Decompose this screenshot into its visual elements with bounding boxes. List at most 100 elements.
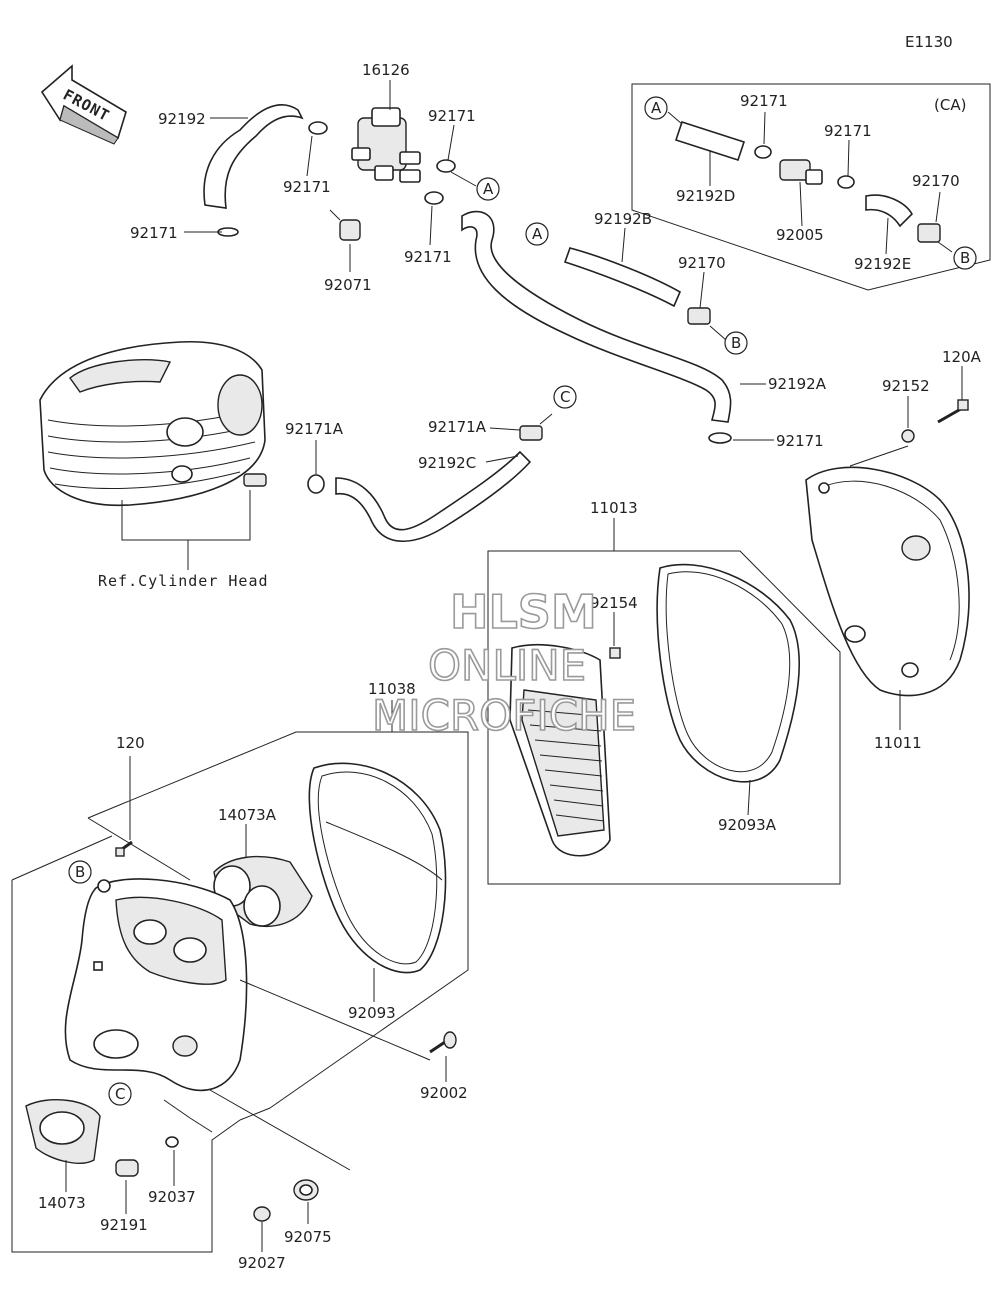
part-label-92093: 92093 (348, 1004, 396, 1022)
plug-92191 (115, 1159, 139, 1177)
part-label-92192A: 92192A (768, 375, 827, 393)
air-cleaner-housing (64, 878, 248, 1092)
part-label-92075: 92075 (284, 1228, 332, 1246)
part-label-92171: 92171 (824, 122, 872, 140)
cylinder-head (39, 340, 266, 507)
clamp-92170 (687, 307, 711, 325)
svg-text:B: B (960, 249, 970, 267)
part-label-92192C: 92192C (418, 454, 476, 472)
cover-11011 (805, 466, 970, 697)
watermark: HLSM ONLINE MICROFICHE (371, 584, 637, 741)
leader-lines-right (849, 366, 963, 730)
part-label-92152: 92152 (882, 377, 930, 395)
part-label-92171A: 92171A (285, 420, 344, 438)
box-11038 (87, 731, 469, 1109)
element-frame (509, 643, 611, 857)
part-label-92002: 92002 (420, 1084, 468, 1102)
leader-lines-top (184, 80, 953, 441)
ref-cylinder-head-label: Ref.Cylinder Head (98, 572, 269, 590)
box-11013 (487, 550, 841, 885)
part-label-14073: 14073 (38, 1194, 86, 1212)
part-label-92171: 92171 (776, 432, 824, 450)
hose-92192D (674, 120, 746, 162)
hose-92192C (335, 450, 532, 543)
clamp-92171 (424, 191, 444, 205)
part-label-120A: 120A (942, 348, 982, 366)
clamp-92171A (307, 474, 325, 494)
diagram-code: E1130 (905, 33, 953, 51)
hose-92192 (203, 104, 304, 209)
clamp-92171A (519, 425, 543, 441)
part-label-92192: 92192 (158, 110, 206, 128)
svg-text:ONLINE: ONLINE (428, 641, 586, 690)
connector-a: A (525, 222, 549, 246)
part-label-92005: 92005 (776, 226, 824, 244)
part-label-92154: 92154 (590, 594, 638, 612)
part-label-92171: 92171 (428, 107, 476, 125)
clamp-92171 (837, 175, 855, 189)
svg-text:A: A (651, 99, 662, 117)
svg-text:B: B (731, 334, 741, 352)
guide-lines-lower (163, 979, 431, 1171)
gasket-92093A (656, 563, 800, 783)
clamp-92171 (308, 121, 328, 135)
part-label-92171: 92171 (130, 224, 178, 242)
svg-text:HLSM: HLSM (450, 585, 597, 639)
part-label-92071: 92071 (324, 276, 372, 294)
hose-92192B (563, 247, 682, 308)
washer-92152 (901, 429, 915, 443)
svg-text:A: A (532, 225, 543, 243)
part-label-92170: 92170 (912, 172, 960, 190)
connector-c: C (553, 385, 577, 409)
clamp-92171 (436, 159, 456, 173)
screw-92154 (609, 647, 621, 659)
ca-inset-box (631, 83, 991, 291)
joint-92005 (779, 159, 823, 185)
svg-text:C: C (560, 388, 570, 406)
part-label-11011: 11011 (874, 734, 922, 752)
intake-14073 (25, 1099, 101, 1164)
clamp-92171 (754, 145, 772, 159)
hose-92192E (865, 194, 914, 228)
bolt-92002 (429, 1031, 457, 1054)
connector-c: C (108, 1082, 132, 1106)
part-label-92192D: 92192D (676, 187, 735, 205)
part-label-92093A: 92093A (718, 816, 777, 834)
part-label-16126: 16126 (362, 61, 410, 79)
bolt-120 (115, 840, 133, 857)
part-label-11038: 11038 (368, 680, 416, 698)
grommet-92075 (293, 1179, 319, 1201)
hose-92192A (461, 210, 732, 423)
connector-b: B (953, 246, 977, 270)
ref-bracket (121, 490, 251, 570)
valve-16126 (351, 107, 421, 183)
cap-92071 (339, 219, 361, 241)
part-label-92171: 92171 (283, 178, 331, 196)
connector-a: A (476, 177, 500, 201)
connector-b: B (68, 860, 92, 884)
bolt-120A (937, 399, 969, 424)
part-label-92170: 92170 (678, 254, 726, 272)
part-label-92192B: 92192B (594, 210, 652, 228)
clip-92037 (165, 1136, 179, 1148)
part-label-120: 120 (116, 734, 145, 752)
part-label-92192E: 92192E (854, 255, 911, 273)
collar-92027 (253, 1206, 271, 1222)
part-label-92191: 92191 (100, 1216, 148, 1234)
connector-b: B (724, 331, 748, 355)
gasket-92093 (308, 762, 447, 974)
fitting (243, 473, 267, 487)
svg-text:C: C (115, 1085, 125, 1103)
connector-a: A (644, 96, 668, 120)
part-label-92171: 92171 (404, 248, 452, 266)
part-label-14073A: 14073A (218, 806, 277, 824)
clamp-92170 (917, 223, 941, 243)
part-label-92171A: 92171A (428, 418, 487, 436)
part-label-11013: 11013 (590, 499, 638, 517)
part-label-92027: 92027 (238, 1254, 286, 1272)
part-label-92171: 92171 (740, 92, 788, 110)
ca-label: (CA) (934, 96, 966, 114)
leader-lines-mid (315, 413, 553, 474)
svg-text:A: A (483, 180, 494, 198)
